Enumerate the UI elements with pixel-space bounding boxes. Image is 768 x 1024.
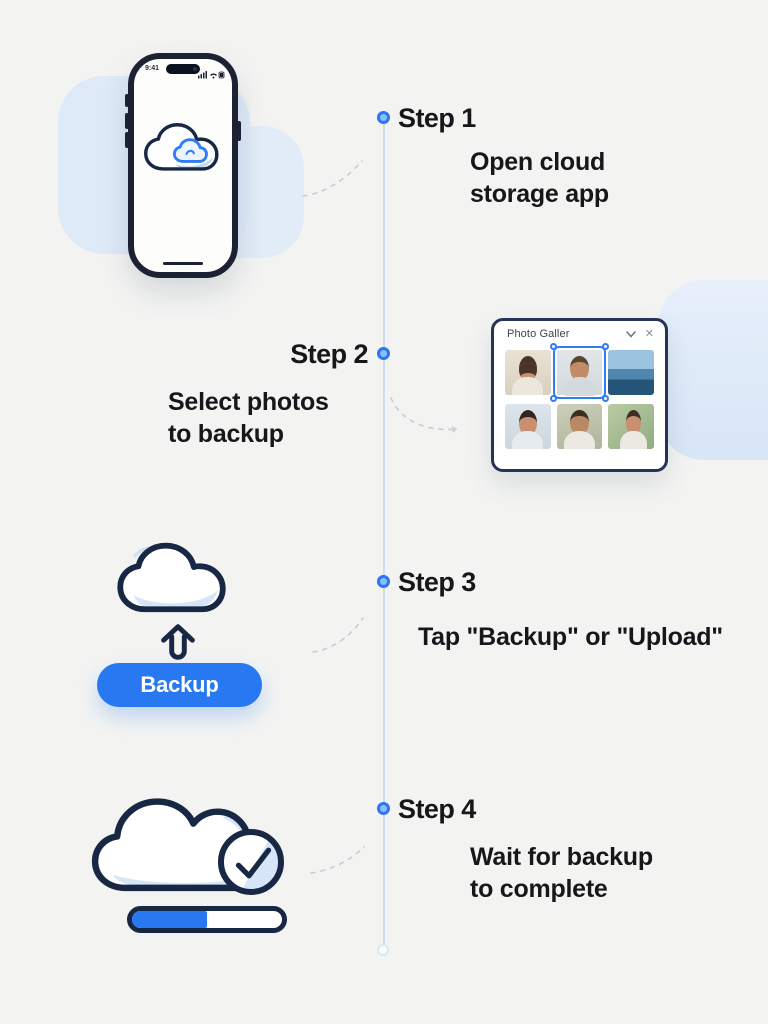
selection-handle[interactable]	[602, 395, 610, 402]
step-3-label: Step 3	[398, 567, 476, 597]
backup-button[interactable]: Backup	[97, 663, 262, 707]
photo-thumbnail-woman-2[interactable]	[505, 404, 551, 449]
phone-home-indicator	[163, 262, 203, 265]
selection-handle[interactable]	[549, 395, 557, 402]
timeline-dot-step-2	[377, 347, 390, 360]
wifi-icon	[210, 73, 217, 79]
phone-power-button	[237, 121, 241, 141]
photo-thumbnail-outdoors[interactable]	[608, 404, 654, 449]
phone-side-button	[125, 94, 129, 107]
signal-icon	[198, 71, 207, 79]
camera-icon	[193, 67, 197, 71]
step-1-description: Open cloud storage app	[470, 148, 609, 208]
gallery-title: Photo Galler	[507, 328, 570, 340]
timeline-line	[383, 118, 385, 948]
photo-gallery-window: Photo Galler ✕	[491, 318, 668, 472]
photo-thumbnail-coast[interactable]	[608, 350, 654, 395]
selection-handle[interactable]	[549, 343, 557, 350]
photo-thumbnail-woman-3[interactable]	[556, 404, 603, 449]
step-3-description: Tap "Backup" or "Upload"	[418, 623, 723, 651]
cloud-app-icon[interactable]	[140, 121, 226, 184]
phone-volume-up-button	[125, 113, 129, 129]
gallery-photo-grid	[505, 343, 654, 449]
backup-progress-bar	[127, 906, 287, 933]
phone-status-icons	[198, 66, 225, 84]
step-2-label: Step 2	[290, 339, 368, 369]
chevron-down-icon[interactable]	[626, 330, 636, 338]
photo-thumbnail-man-selected[interactable]	[549, 343, 610, 402]
photo-thumbnail-woman-1[interactable]	[505, 350, 551, 395]
phone-status-time: 9:41	[145, 65, 160, 72]
close-icon[interactable]: ✕	[644, 327, 654, 340]
gallery-titlebar: Photo Galler ✕	[494, 321, 665, 343]
timeline-dot-step-3	[377, 575, 390, 588]
upload-arrow-icon	[158, 624, 198, 665]
upload-cloud-icon	[112, 538, 236, 631]
phone-volume-down-button	[125, 132, 129, 148]
timeline-dot-step-1	[377, 111, 390, 124]
step-4-label: Step 4	[398, 794, 476, 824]
step-2-description: Select photos to backup	[168, 388, 329, 448]
phone-notch	[166, 64, 200, 74]
selection-handle[interactable]	[602, 343, 610, 350]
backup-progress-fill	[132, 911, 207, 928]
timeline-dot-step-4	[377, 802, 390, 815]
smartphone-illustration: 9:41	[125, 53, 241, 278]
step-1-label: Step 1	[398, 103, 476, 133]
step-4-description: Wait for backup to complete	[470, 843, 653, 903]
check-icon	[218, 829, 284, 895]
timeline-end-marker	[377, 944, 389, 956]
background-blob-gallery	[658, 280, 768, 460]
battery-icon	[218, 71, 225, 79]
